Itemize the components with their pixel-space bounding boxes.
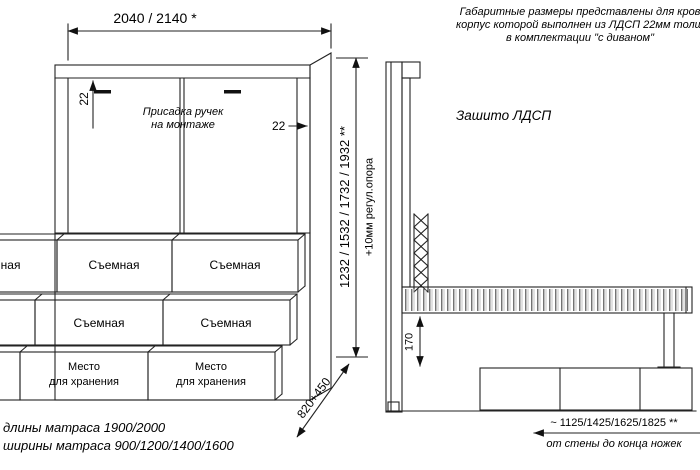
storage-label-right-line2: для хранения (176, 376, 246, 388)
storage-label-left: Место для хранения (24, 360, 144, 390)
mattress-length-note: длины матраса 1900/2000 (3, 420, 166, 435)
width-dimension-label: 2040 / 2140 * (113, 10, 197, 26)
cushion-label-backrest-right: Съемная (209, 258, 261, 272)
width-dimension-line (67, 23, 332, 61)
front-view-drawing (0, 23, 332, 401)
storage-label-left-line1: Место (68, 361, 100, 373)
wall-to-legs-caption: от стены до конца ножек (546, 438, 682, 450)
bed-legs (657, 312, 681, 368)
back-panel (401, 77, 411, 288)
top-thickness-label: 22 (76, 92, 91, 106)
cushion-label-backrest-left: Съемная (88, 258, 140, 272)
frame-height-label: 170 (403, 332, 416, 352)
shared-dimensions (296, 57, 368, 438)
header-note: Габаритные размеры представлены для кров… (450, 6, 700, 45)
side-thickness-label: 22 (272, 119, 286, 133)
wall-panel (385, 61, 421, 413)
adjustable-support-note: +10мм регул.опора (363, 157, 376, 257)
cabinet-side-panel (309, 52, 332, 401)
storage-label-right-line1: Место (195, 361, 227, 373)
bed-platform (401, 286, 693, 314)
wall-to-legs-value: ~ 1125/1425/1625/1825 ** (550, 417, 678, 429)
door-handle-left-icon (94, 90, 111, 94)
cushion-label-seat-left: Съемная (73, 316, 125, 330)
cushion-label-seat-right: Съемная (200, 316, 252, 330)
bed-slats (404, 289, 688, 311)
backrest-cushions (0, 233, 306, 293)
ldsp-panel-label: Зашито ЛДСП (456, 108, 552, 123)
header-note-line2: корпус которой выполнен из ЛДСП 22мм тол… (455, 19, 700, 31)
under-bed-boxes (479, 367, 693, 411)
seat-cushions (0, 293, 298, 346)
cushion-label-backrest-partial: Съемная (0, 258, 21, 272)
header-note-line3: в комплектации "с диваном" (506, 32, 654, 44)
storage-boxes (0, 345, 283, 401)
side-view-drawing (385, 61, 700, 437)
mattress-width-note: ширины матраса 900/1200/1400/1600 (3, 438, 234, 453)
lift-mechanism (413, 213, 429, 293)
height-dimension-label: 1232 / 1532 / 1732 / 1932 ** (337, 126, 353, 288)
handle-note-line1: Присадка ручек (142, 106, 224, 118)
handle-note-line2: на монтаже (151, 119, 215, 132)
handle-note: Присадка ручек на монтаже (128, 106, 238, 132)
cabinet-doors (179, 77, 185, 234)
adjustable-foot (387, 401, 400, 412)
storage-label-right: Место для хранения (151, 360, 271, 390)
door-handles (94, 90, 241, 94)
header-note-line1: Габаритные размеры представлены для кров (459, 6, 700, 18)
door-handle-right-icon (224, 90, 241, 94)
storage-label-left-line2: для хранения (49, 376, 119, 388)
height-dimension-line (336, 57, 368, 358)
depth-dimension-line (296, 363, 350, 438)
